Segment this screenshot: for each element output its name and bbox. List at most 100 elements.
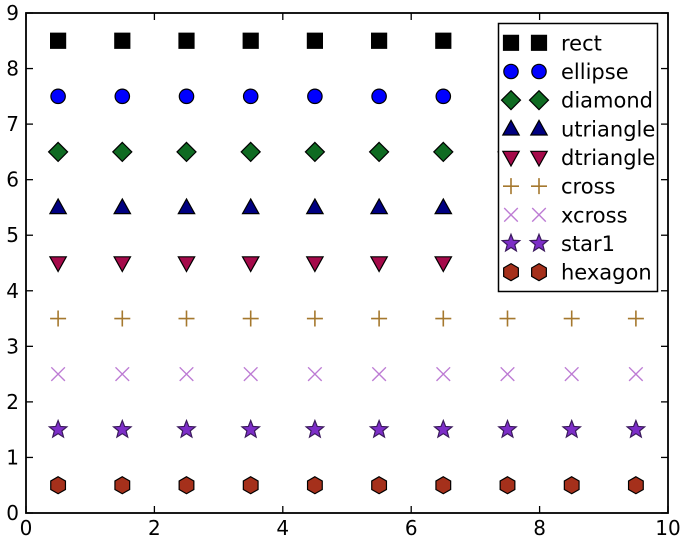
marker-hexagon — [242, 476, 259, 495]
y-tick-label: 6 — [6, 168, 19, 192]
legend-marker-dtriangle — [501, 150, 521, 168]
marker-rect — [306, 32, 323, 49]
marker-diamond — [47, 141, 69, 163]
marker-cross — [371, 310, 388, 327]
legend-marker-cross — [531, 178, 547, 195]
legend-entry-xcross: xcross — [561, 203, 628, 227]
marker-xcross — [628, 366, 644, 382]
marker-rect — [371, 32, 388, 49]
marker-star1 — [368, 418, 390, 439]
marker-dtriangle — [113, 256, 132, 273]
marker-hexagon — [306, 476, 323, 495]
marker-dtriangle — [48, 256, 68, 273]
marker-star1 — [240, 418, 262, 439]
marker-rect — [242, 32, 259, 49]
marker-star1 — [497, 418, 518, 439]
legend-entry-dtriangle: dtriangle — [561, 146, 655, 170]
marker-dtriangle — [434, 256, 453, 273]
marker-utriangle — [241, 197, 260, 215]
legend-entry-cross: cross — [561, 175, 615, 199]
marker-star1 — [304, 418, 326, 439]
marker-rect — [178, 32, 195, 49]
marker-xcross — [243, 366, 258, 382]
legend-marker-star1 — [500, 232, 522, 253]
y-tick-label: 7 — [6, 112, 19, 136]
y-tick-label: 8 — [6, 57, 19, 81]
x-tick-label: 2 — [148, 516, 161, 540]
marker-rect — [49, 32, 67, 49]
marker-hexagon — [435, 476, 452, 495]
marker-ellipse — [50, 88, 66, 105]
x-tick-label: 0 — [20, 516, 33, 540]
x-tick-label: 10 — [655, 516, 680, 540]
marker-diamond — [304, 141, 326, 163]
marker-xcross — [371, 366, 387, 382]
y-tick-label: 3 — [6, 334, 19, 358]
marker-xcross — [50, 366, 66, 382]
marker-ellipse — [178, 88, 195, 105]
y-tick-label: 9 — [6, 1, 19, 25]
legend-entry-diamond: diamond — [561, 89, 653, 113]
marker-utriangle — [113, 197, 132, 215]
marker-star1 — [625, 418, 647, 439]
marker-star1 — [432, 418, 454, 439]
legend-marker-diamond — [500, 89, 522, 111]
marker-xcross — [564, 366, 579, 382]
marker-utriangle — [434, 197, 453, 215]
legend-marker-rect — [502, 34, 520, 51]
marker-cross — [563, 310, 580, 327]
marker-dtriangle — [369, 256, 389, 273]
plot-frame — [25, 12, 669, 514]
marker-star1 — [176, 418, 197, 439]
legend-marker-utriangle — [501, 119, 521, 136]
marker-rect — [114, 32, 131, 49]
marker-hexagon — [499, 476, 516, 495]
legend-marker-rect — [530, 34, 548, 51]
marker-hexagon — [114, 476, 131, 495]
marker-cross — [499, 310, 516, 327]
marker-hexagon — [50, 476, 67, 495]
legend-entry-rect: rect — [561, 31, 602, 55]
marker-xcross — [179, 366, 194, 382]
marker-hexagon — [563, 476, 580, 495]
marker-cross — [50, 310, 67, 327]
marker-cross — [627, 310, 644, 327]
legend-marker-diamond — [528, 89, 550, 111]
legend-entry-utriangle: utriangle — [561, 117, 655, 141]
x-tick-label: 8 — [533, 516, 546, 540]
y-tick-label: 2 — [6, 390, 19, 414]
marker-star1 — [47, 418, 69, 439]
marker-diamond — [368, 141, 390, 163]
marker-dtriangle — [241, 256, 260, 273]
y-tick-label: 5 — [6, 223, 19, 247]
y-tick-label: 4 — [6, 279, 19, 303]
marker-cross — [178, 310, 195, 327]
legend-marker-utriangle — [529, 119, 549, 136]
marker-dtriangle — [305, 256, 325, 273]
marker-utriangle — [48, 197, 68, 215]
marker-rect — [435, 32, 452, 49]
marker-utriangle — [177, 197, 196, 215]
marker-diamond — [176, 141, 197, 163]
marker-cross — [114, 310, 131, 327]
x-tick-label: 6 — [405, 516, 418, 540]
legend-marker-star1 — [528, 232, 550, 253]
marker-diamond — [240, 141, 262, 163]
y-tick-label: 1 — [6, 445, 19, 469]
marker-ellipse — [435, 88, 452, 105]
marker-dtriangle — [177, 256, 196, 273]
marker-cross — [306, 310, 323, 327]
marker-hexagon — [371, 476, 388, 495]
marker-xcross — [307, 366, 323, 382]
marker-xcross — [436, 366, 451, 382]
legend-marker-ellipse — [503, 63, 519, 80]
marker-utriangle — [369, 197, 389, 215]
marker-ellipse — [307, 88, 323, 105]
marker-ellipse — [242, 88, 259, 105]
legend-marker-hexagon — [531, 262, 547, 282]
marker-utriangle — [305, 197, 325, 215]
x-tick-label: 4 — [276, 516, 289, 540]
marker-diamond — [111, 141, 133, 163]
